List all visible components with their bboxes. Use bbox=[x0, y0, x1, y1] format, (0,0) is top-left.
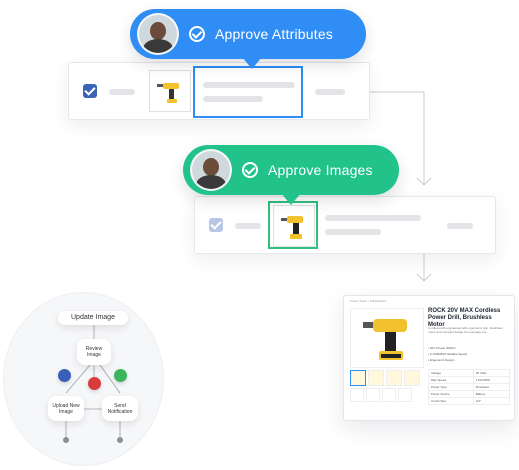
upload-new-image-node[interactable]: Upload New Image bbox=[48, 396, 84, 421]
product-detail-card[interactable]: Power Tools > Drills/Drivers ROCK 20V MA… bbox=[343, 295, 515, 421]
approve-attributes-pill[interactable]: Approve Attributes bbox=[130, 9, 366, 69]
placeholder-bar bbox=[235, 223, 261, 229]
end-point bbox=[63, 437, 69, 443]
avatar bbox=[137, 13, 179, 55]
feature-bullet: • 20V Torque 300Nm bbox=[428, 346, 456, 350]
placeholder-bar bbox=[325, 229, 381, 235]
review-image-node[interactable]: Review Image bbox=[77, 339, 111, 365]
approve-icon bbox=[114, 369, 127, 382]
thumbnail-strip-2[interactable] bbox=[350, 388, 424, 402]
row-checkbox[interactable] bbox=[83, 84, 97, 98]
workflow-diagram: Update Image Review Image Upload New Ima… bbox=[3, 292, 164, 466]
approve-images-pill[interactable]: Approve Images bbox=[183, 145, 399, 205]
avatar bbox=[190, 149, 232, 191]
feature-bullet: • 0-1500RPM Variable Speed bbox=[428, 352, 468, 356]
row-checkbox[interactable] bbox=[209, 218, 223, 232]
pill-pointer bbox=[281, 193, 301, 205]
attributes-highlight[interactable] bbox=[193, 66, 303, 118]
placeholder-bar bbox=[315, 89, 345, 95]
drill-icon bbox=[363, 319, 407, 360]
gallery-thumb[interactable] bbox=[386, 370, 402, 386]
drill-icon bbox=[281, 216, 303, 239]
gallery-thumb[interactable] bbox=[404, 370, 420, 386]
product-thumbnail[interactable] bbox=[149, 70, 191, 112]
redo-icon bbox=[58, 369, 71, 382]
node-label: Review Image bbox=[85, 346, 103, 358]
placeholder-bar bbox=[203, 82, 295, 88]
placeholder-bar bbox=[447, 223, 473, 229]
gallery-thumb[interactable] bbox=[382, 388, 396, 402]
node-label: Update Image bbox=[71, 314, 115, 321]
image-highlight[interactable] bbox=[268, 201, 318, 249]
approve-attributes-label: Approve Attributes bbox=[215, 26, 333, 42]
workflow-connectors bbox=[65, 325, 121, 439]
product-main-image bbox=[350, 308, 424, 368]
gallery-thumb[interactable] bbox=[398, 388, 412, 402]
thumbnail-strip[interactable] bbox=[350, 370, 424, 386]
gallery-thumb[interactable] bbox=[350, 370, 366, 386]
approve-images-label: Approve Images bbox=[268, 162, 373, 178]
node-label: Upload New Image bbox=[52, 402, 80, 415]
video-thumb[interactable] bbox=[350, 388, 364, 402]
check-circle-icon bbox=[189, 26, 205, 42]
placeholder-bar bbox=[203, 96, 263, 102]
product-row-images[interactable] bbox=[194, 196, 496, 254]
gallery-thumb[interactable] bbox=[368, 370, 384, 386]
product-title: ROCK 20V MAX Cordless Power Drill, Brush… bbox=[428, 308, 501, 328]
node-label: Send Notification bbox=[107, 402, 133, 415]
reject-icon bbox=[88, 377, 101, 390]
gallery-thumb[interactable] bbox=[366, 388, 380, 402]
placeholder-bar bbox=[109, 89, 135, 95]
send-notification-node[interactable]: Send Notification bbox=[102, 396, 138, 421]
product-row-attributes[interactable] bbox=[68, 62, 370, 120]
placeholder-bar bbox=[325, 215, 421, 221]
update-image-node[interactable]: Update Image bbox=[58, 311, 128, 325]
breadcrumb: Power Tools > Drills/Drivers bbox=[350, 299, 387, 303]
pill-pointer bbox=[242, 57, 262, 69]
feature-bullet: • Ergonomic Design bbox=[428, 358, 455, 362]
check-circle-icon bbox=[242, 162, 258, 178]
drill-icon bbox=[157, 83, 179, 103]
product-thumbnail[interactable] bbox=[273, 205, 315, 247]
product-description: Cordless drill engineered with ergonomic… bbox=[428, 326, 503, 334]
end-point bbox=[117, 437, 123, 443]
